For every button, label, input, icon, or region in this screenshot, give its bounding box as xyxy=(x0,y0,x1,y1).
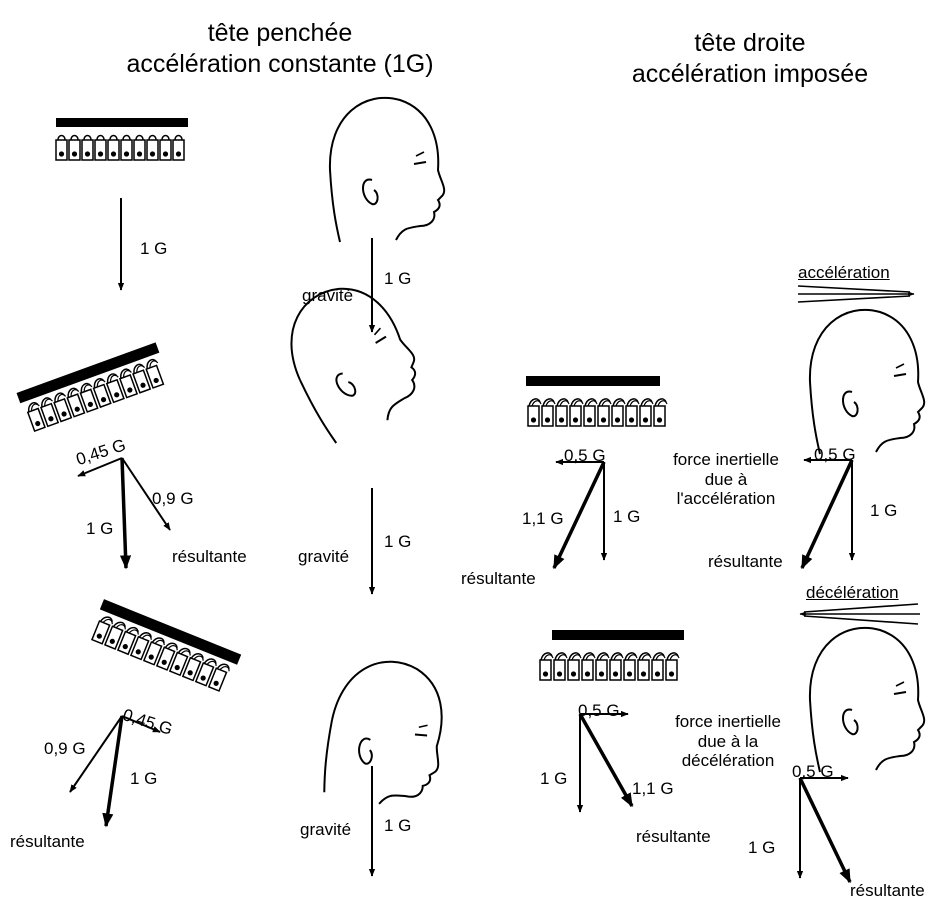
row1-gravity-value: 1 G xyxy=(384,269,412,288)
decel-inertial-line2: due à la xyxy=(697,731,759,751)
row1-vertical-label: 1 G xyxy=(140,239,168,258)
decel-left-vertical: 1 G xyxy=(540,769,568,788)
hair-cell-bundle-accel xyxy=(526,376,668,427)
deceleration-label: décélération xyxy=(806,583,899,602)
decel-right-horizontal: 0,5 G xyxy=(792,762,834,781)
row3-vertical-label: 1 G xyxy=(130,769,158,788)
title-left-line2: accélération constante (1G) xyxy=(126,50,434,79)
decel-left-result-text: résultante xyxy=(636,827,711,846)
accel-inertial-line2: due à xyxy=(704,469,748,489)
head-tilted-down xyxy=(313,648,462,819)
decel-inertial-label: force inertielle due à la décélération xyxy=(662,712,794,771)
decel-right-result-text: résultante xyxy=(850,881,925,900)
decel-inertial-line1: force inertielle xyxy=(675,712,781,731)
head-decel xyxy=(808,626,926,773)
head-upright-1 xyxy=(328,96,446,243)
row2-result-label: 0,9 G xyxy=(152,489,194,508)
force-vectors-decel-right xyxy=(796,774,852,884)
acceleration-motion-arrows xyxy=(797,285,915,303)
hair-cell-bundle-tilted-back xyxy=(16,342,167,432)
row3-gravity-label: gravité xyxy=(300,820,352,839)
accel-left-horizontal: 0,5 G xyxy=(564,446,606,465)
accel-right-vertical: 1 G xyxy=(870,501,898,520)
accel-left-vertical: 1 G xyxy=(613,507,641,526)
deceleration-motion-arrows xyxy=(799,603,920,625)
decel-inertial-line3: décélération xyxy=(681,751,775,771)
force-vectors-accel-right xyxy=(800,456,856,570)
acceleration-label: accélération xyxy=(798,263,890,282)
accel-left-result-text: résultante xyxy=(461,569,536,588)
row2-result-text: résultante xyxy=(172,547,247,566)
decel-left-result: 1,1 G xyxy=(632,779,674,798)
accel-inertial-label: force inertielle due à l'accélération xyxy=(656,450,796,509)
hair-cell-bundle-tilted-forward xyxy=(91,599,242,693)
hair-cell-bundle-decel xyxy=(539,630,684,681)
head-accel xyxy=(808,308,926,455)
force-vectors-accel-left xyxy=(552,458,608,570)
force-vectors-row3 xyxy=(69,715,161,828)
title-right-line2: accélération imposée xyxy=(631,60,869,89)
accel-right-result-text: résultante xyxy=(708,552,783,571)
row2-gravity-label: gravité xyxy=(298,547,350,566)
force-vectors-decel-left xyxy=(576,710,634,813)
accel-inertial-line3: l'accélération xyxy=(676,489,776,509)
decel-right-vertical: 1 G xyxy=(748,838,776,857)
row2-gravity-value: 1 G xyxy=(384,532,412,551)
accel-right-horizontal: 0,5 G xyxy=(814,445,856,464)
row1-gravity-label: gravité xyxy=(302,286,354,305)
title-left-line1: tête penchée xyxy=(207,19,353,47)
row3-result-label: 0,9 G xyxy=(44,739,86,758)
hair-cell-bundle-upright-1 xyxy=(55,118,188,161)
row3-gravity-value: 1 G xyxy=(384,816,412,835)
title-right: tête droite accélération imposée xyxy=(560,28,940,91)
row2-vertical-label: 1 G xyxy=(86,519,114,538)
title-right-line1: tête droite xyxy=(694,29,806,57)
accel-left-result: 1,1 G xyxy=(522,509,564,528)
decel-left-horizontal: 0,5 G xyxy=(578,701,620,720)
row3-result-text: résultante xyxy=(10,832,85,851)
accel-inertial-line1: force inertielle xyxy=(673,450,779,469)
title-left: tête penchée accélération constante (1G) xyxy=(60,18,500,81)
force-vectors-row2 xyxy=(77,457,171,570)
